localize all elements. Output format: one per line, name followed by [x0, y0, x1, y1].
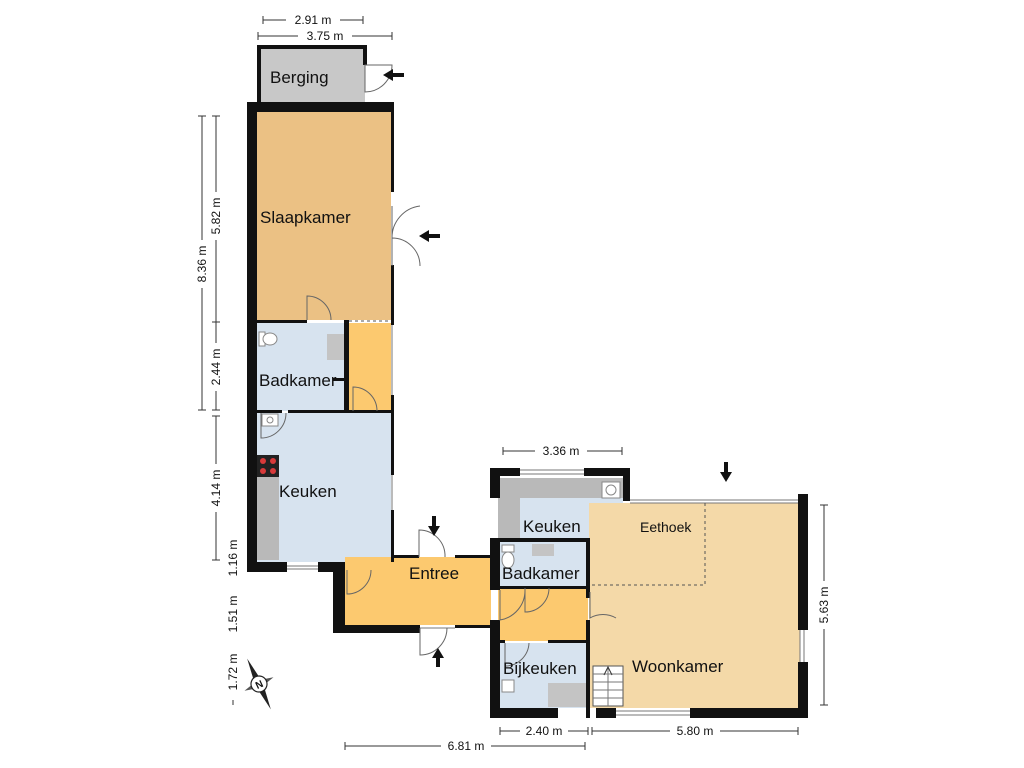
- label-eethoek: Eethoek: [640, 519, 692, 535]
- room-keuken-left: [257, 413, 391, 562]
- label-slaapkamer: Slaapkamer: [260, 208, 351, 227]
- label-badkamer-left: Badkamer: [259, 371, 337, 390]
- sink-icon: [261, 413, 279, 427]
- washer-icon: [601, 481, 621, 499]
- dim-left-badkamer: 2.44 m: [209, 349, 223, 386]
- label-entree: Entree: [409, 564, 459, 583]
- toilet-right-icon: [501, 544, 515, 569]
- toilet-icon: [258, 331, 278, 347]
- dim-top-inner: 2.91 m: [295, 13, 332, 27]
- dim-bottom-total: 6.81 m: [448, 739, 485, 753]
- room-slaapkamer: [257, 112, 391, 320]
- counter-right-top: [498, 478, 623, 498]
- dim-left-a: 1.16 m: [226, 540, 240, 577]
- stairs-icon: [592, 665, 624, 707]
- room-hall-right: [498, 588, 588, 641]
- label-bijkeuken: Bijkeuken: [503, 659, 577, 678]
- room-eethoek-woonkamer: [589, 503, 800, 708]
- label-woonkamer: Woonkamer: [632, 657, 724, 676]
- compass-icon: N: [244, 658, 274, 710]
- dim-left-c: 1.72 m: [226, 654, 240, 691]
- dim-top-outer: 3.75 m: [307, 29, 344, 43]
- label-berging: Berging: [270, 68, 329, 87]
- appliance-bijkeuken: [548, 683, 586, 707]
- dim-left-slaapkamer: 5.82 m: [209, 198, 223, 235]
- label-badkamer-right: Badkamer: [502, 564, 580, 583]
- bijkeuken-sink-icon: [501, 679, 515, 693]
- dim-keuken-right: 3.36 m: [543, 444, 580, 458]
- dim-woonkamer-height: 5.63 m: [817, 587, 831, 624]
- dim-left-total: 8.36 m: [195, 246, 209, 283]
- room-entree: [345, 557, 491, 625]
- label-keuken-left: Keuken: [279, 482, 337, 501]
- room-hall-left: [347, 323, 391, 411]
- dim-bottom-woonkamer: 5.80 m: [677, 724, 714, 738]
- entrance-arrow-icon: [383, 69, 732, 667]
- dim-left-b: 1.51 m: [226, 596, 240, 633]
- sink-right: [532, 544, 554, 556]
- eethoek-outline: [590, 503, 706, 586]
- walls: [247, 45, 808, 718]
- dim-bottom-bijkeuken: 2.40 m: [526, 724, 563, 738]
- room-berging: [259, 47, 365, 102]
- windows: [287, 325, 805, 716]
- shower-left: [327, 334, 345, 360]
- label-keuken-right: Keuken: [523, 517, 581, 536]
- counter-right-side: [498, 498, 520, 538]
- compass-label: N: [254, 679, 265, 692]
- counter-left: [257, 455, 279, 560]
- dim-left-keuken: 4.14 m: [209, 470, 223, 507]
- stove-icon: [257, 455, 279, 477]
- doors: [260, 64, 617, 667]
